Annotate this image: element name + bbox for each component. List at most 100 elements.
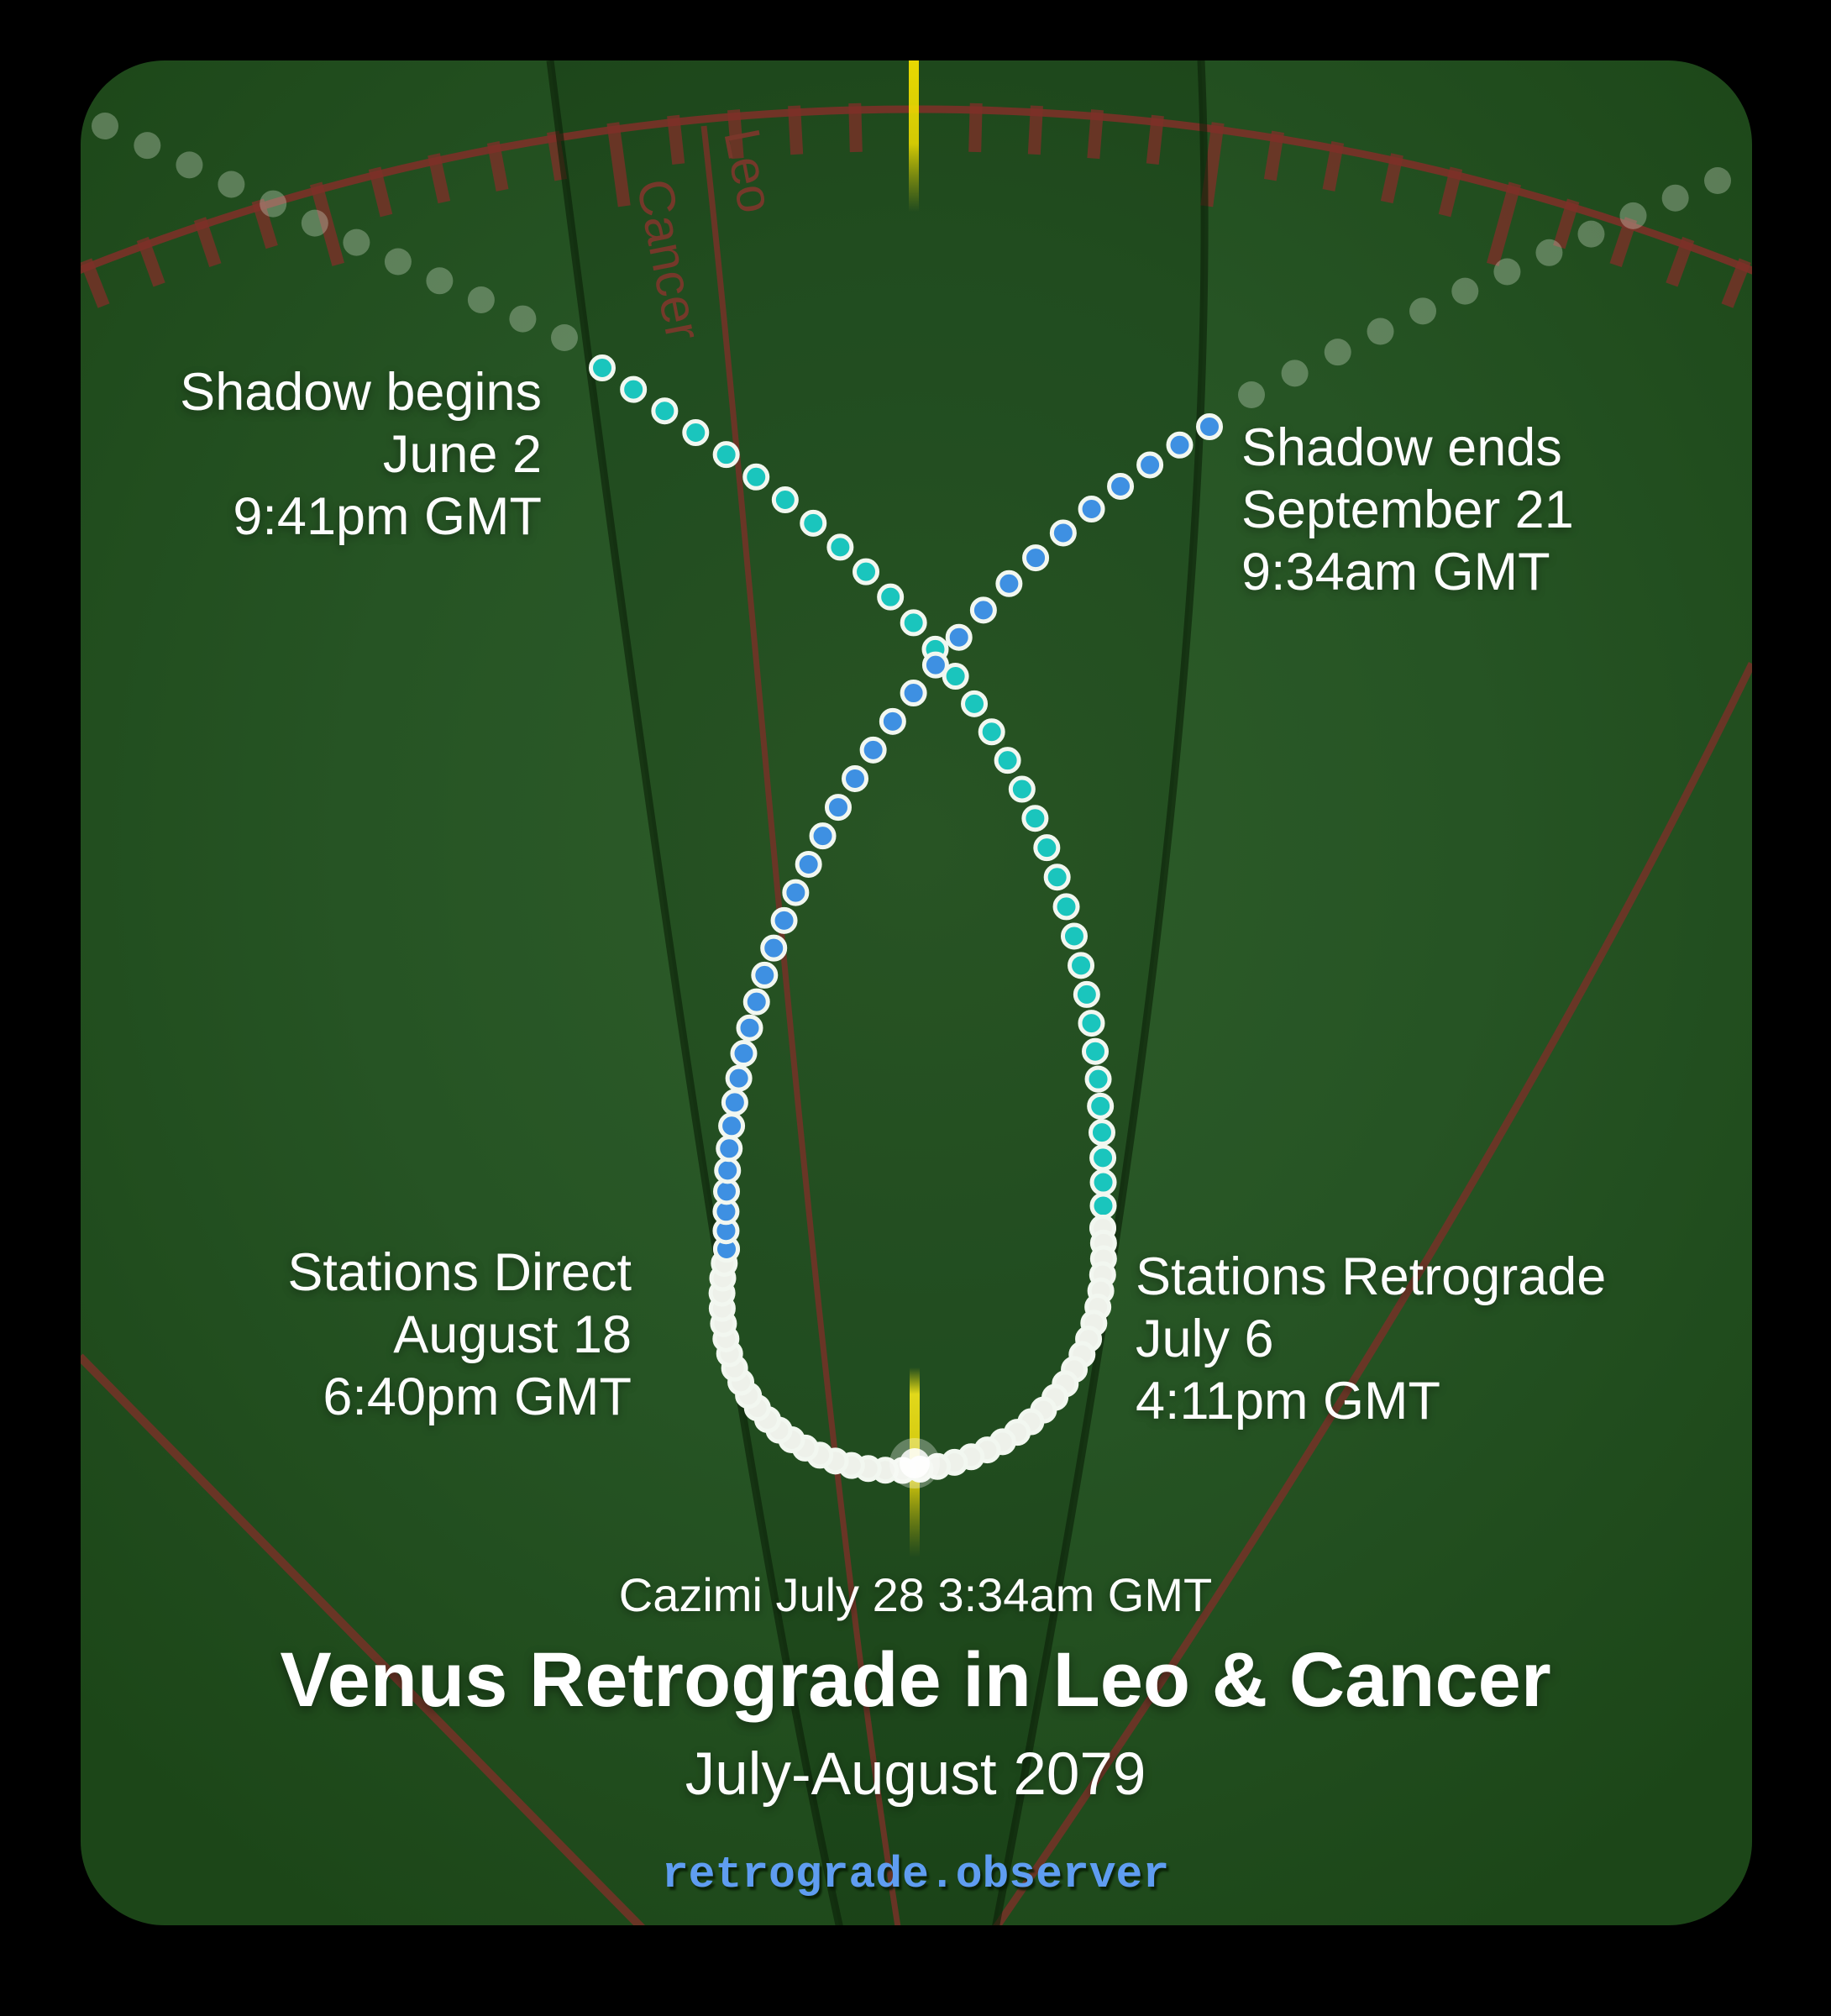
page-title: Venus Retrograde in Leo & Cancer xyxy=(280,1637,1551,1723)
venus-dot xyxy=(176,151,203,179)
venus-dot xyxy=(1088,1119,1115,1147)
sign-boundary-cancer-leo xyxy=(700,125,902,1925)
venus-dot xyxy=(751,961,779,989)
venus-dot xyxy=(900,609,927,637)
venus-dot xyxy=(1281,360,1309,387)
cazimi-glow-core xyxy=(900,1448,930,1478)
venus-dot xyxy=(1087,1092,1115,1120)
venus-dot xyxy=(1043,864,1071,891)
venus-dot xyxy=(1022,544,1050,572)
venus-dot xyxy=(1033,834,1061,862)
venus-dot xyxy=(721,1089,748,1116)
venus-dot xyxy=(1021,805,1049,832)
page-subtitle: July-August 2079 xyxy=(685,1741,1146,1808)
venus-dot xyxy=(1409,297,1437,325)
venus-dot xyxy=(1535,239,1563,266)
ruler-tick xyxy=(606,122,631,207)
venus-dot xyxy=(1060,922,1088,950)
annotation-shadow-ends: Shadow ends September 21 9:34am GMT xyxy=(1241,417,1574,603)
annotation-shadow-begins: Shadow begins June 2 9:41pm GMT xyxy=(180,361,542,548)
venus-dot xyxy=(1493,258,1521,286)
venus-dot xyxy=(682,419,710,447)
venus-dot xyxy=(800,509,827,537)
venus-dot xyxy=(651,397,679,425)
venus-dot xyxy=(1078,1010,1105,1037)
venus-dot xyxy=(994,747,1021,774)
venus-dot xyxy=(859,736,887,764)
venus-dot xyxy=(92,113,118,139)
venus-dot xyxy=(1078,496,1105,523)
venus-dot xyxy=(1661,184,1689,212)
venus-dot xyxy=(942,663,969,690)
venus-dot xyxy=(795,850,822,878)
venus-dot xyxy=(921,651,949,679)
annotation-line: August 18 xyxy=(393,1305,632,1364)
venus-dot xyxy=(824,794,852,822)
venus-dot xyxy=(509,305,537,333)
venus-dot xyxy=(736,1014,763,1042)
venus-dot xyxy=(730,1040,758,1068)
annotation-line: Stations Direct xyxy=(287,1243,632,1302)
venus-dot xyxy=(1166,431,1194,459)
annotation-line: 4:11pm GMT xyxy=(1136,1372,1440,1431)
venus-dot xyxy=(1089,1192,1117,1220)
venus-dot xyxy=(742,463,770,491)
venus-path-direct-before-retrograde xyxy=(589,354,1117,1242)
ruler-tick xyxy=(1487,181,1522,266)
annotation-stations-direct: Stations Direct August 18 6:40pm GMT xyxy=(287,1242,632,1428)
venus-dot xyxy=(1008,775,1036,803)
venus-dot xyxy=(467,286,495,313)
annotation-line: Stations Retrograde xyxy=(1136,1247,1607,1306)
venus-dot xyxy=(900,680,927,707)
venus-dot xyxy=(426,267,454,295)
venus-dot xyxy=(969,596,997,624)
cazimi-glow xyxy=(889,1438,940,1488)
annotation-line: Shadow ends xyxy=(1241,418,1562,477)
ruler-tick xyxy=(309,181,344,266)
annotation-line: 6:40pm GMT xyxy=(323,1368,632,1426)
venus-dot xyxy=(1577,220,1605,248)
venus-dot xyxy=(1049,519,1077,547)
venus-dot xyxy=(551,324,578,351)
venus-dot xyxy=(301,209,328,237)
venus-dot xyxy=(714,1157,742,1184)
venus-dot xyxy=(1451,277,1479,305)
venus-path-pre-shadow xyxy=(92,113,578,351)
venus-dot xyxy=(718,1112,746,1140)
path-shadow-line-west xyxy=(546,60,844,1925)
venus-dot xyxy=(782,879,810,906)
venus-dot xyxy=(1084,1065,1112,1093)
venus-dot xyxy=(725,1064,753,1092)
venus-dot xyxy=(770,906,798,934)
annotation-line: July 6 xyxy=(1136,1310,1274,1368)
sky-panel xyxy=(81,60,1752,1925)
venus-dot xyxy=(1367,318,1394,345)
venus-dot xyxy=(1324,339,1351,366)
ruler-tick xyxy=(1200,122,1225,207)
venus-dot xyxy=(842,764,869,792)
venus-dot xyxy=(620,375,648,403)
venus-dot xyxy=(1068,952,1095,979)
venus-dot xyxy=(1107,472,1135,500)
annotation-line: September 21 xyxy=(1241,480,1574,539)
venus-dot xyxy=(260,190,287,218)
venus-dot xyxy=(589,354,616,381)
venus-path-post-shadow xyxy=(1238,167,1731,408)
venus-dot xyxy=(1136,451,1164,479)
venus-dot xyxy=(1073,980,1100,1008)
venus-dot xyxy=(1619,202,1647,229)
sign-boundary-east xyxy=(992,662,1752,1925)
venus-dot xyxy=(134,132,161,160)
venus-dot xyxy=(384,248,412,276)
venus-dot xyxy=(853,558,880,585)
sun-degree-marker-top xyxy=(909,60,919,212)
sector-shade xyxy=(550,60,1205,1925)
venus-dot xyxy=(879,707,906,735)
venus-dot xyxy=(771,486,799,514)
venus-dot xyxy=(1089,1144,1117,1172)
venus-dot xyxy=(826,533,854,561)
venus-dot xyxy=(1082,1037,1110,1065)
venus-dot xyxy=(343,228,370,256)
